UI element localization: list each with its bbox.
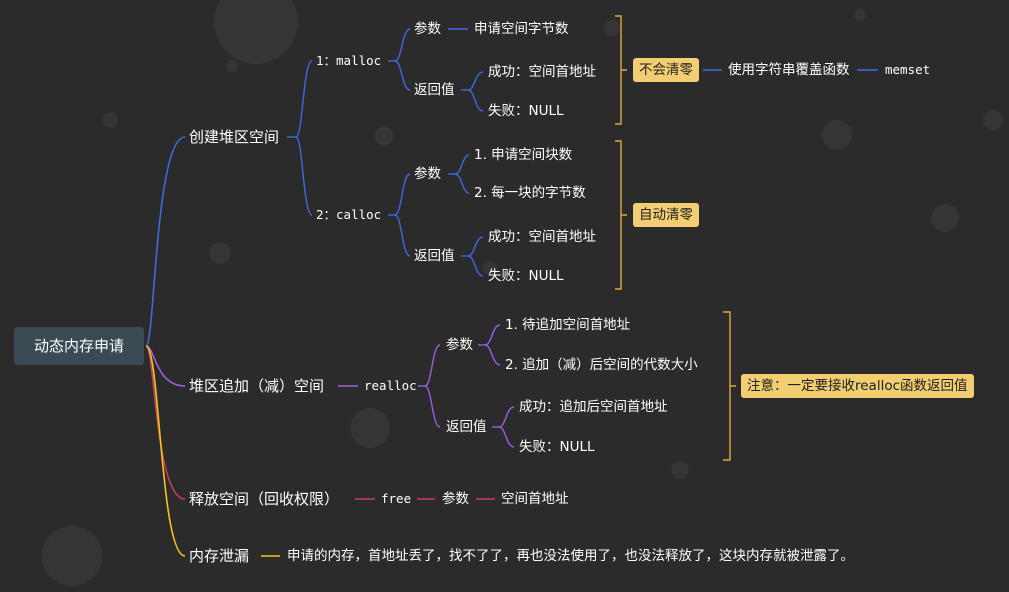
node-create-heap[interactable]: 创建堆区空间 (189, 128, 280, 146)
root-node[interactable]: 动态内存申请 (14, 327, 144, 365)
node-free[interactable]: free (381, 491, 412, 506)
node-memset-note[interactable]: 使用字符串覆盖函数 (728, 62, 850, 78)
node-malloc-param-value[interactable]: 申请空间字节数 (474, 21, 569, 37)
tag-realloc-note[interactable]: 注意：一定要接收realloc函数返回值 (741, 374, 974, 398)
node-calloc-param[interactable]: 参数 (414, 166, 441, 182)
node-malloc-return-fail[interactable]: 失败：NULL (488, 103, 564, 119)
tag-no-zero[interactable]: 不会清零 (633, 58, 699, 82)
edge-root-free (145, 345, 186, 500)
node-malloc-return[interactable]: 返回值 (414, 82, 455, 98)
node-malloc-param[interactable]: 参数 (414, 21, 441, 37)
node-leak-description[interactable]: 申请的内存，首地址丢了，找不了了，再也没法使用了，也没法释放了，这块内存就被泄露… (287, 548, 854, 564)
node-malloc-return-ok[interactable]: 成功：空间首地址 (488, 64, 596, 80)
node-calloc[interactable]: 2：calloc (316, 207, 382, 222)
node-free-space[interactable]: 释放空间（回收权限） (189, 490, 340, 508)
bracket-calloc (615, 140, 627, 290)
node-memset[interactable]: memset (885, 62, 931, 77)
node-realloc-return[interactable]: 返回值 (446, 419, 487, 435)
node-realloc-param-2[interactable]: 2. 追加（减）后空间的代数大小 (505, 357, 698, 373)
node-realloc-heap[interactable]: 堆区追加（减）空间 (189, 377, 325, 395)
edge-root-create (145, 136, 186, 347)
node-realloc-return-ok[interactable]: 成功：追加后空间首地址 (519, 399, 668, 415)
edge-root-leak (145, 345, 186, 557)
bracket-malloc (615, 15, 627, 125)
node-malloc[interactable]: 1：malloc (316, 53, 382, 68)
node-calloc-param-1[interactable]: 1. 申请空间块数 (474, 147, 573, 163)
node-calloc-return[interactable]: 返回值 (414, 248, 455, 264)
node-calloc-return-ok[interactable]: 成功：空间首地址 (488, 229, 596, 245)
node-realloc-param[interactable]: 参数 (446, 337, 473, 353)
tag-auto-zero[interactable]: 自动清零 (633, 203, 699, 227)
bracket-realloc (723, 311, 736, 461)
node-realloc[interactable]: realloc (364, 378, 417, 393)
node-calloc-return-fail[interactable]: 失败：NULL (488, 268, 564, 284)
node-realloc-return-fail[interactable]: 失败：NULL (519, 439, 595, 455)
node-calloc-param-2[interactable]: 2. 每一块的字节数 (474, 185, 586, 201)
node-realloc-param-1[interactable]: 1. 待追加空间首地址 (505, 317, 631, 333)
node-free-param-value[interactable]: 空间首地址 (501, 491, 569, 507)
node-free-param[interactable]: 参数 (442, 491, 469, 507)
node-memory-leak[interactable]: 内存泄漏 (189, 547, 250, 565)
background-dots (42, 0, 1003, 586)
